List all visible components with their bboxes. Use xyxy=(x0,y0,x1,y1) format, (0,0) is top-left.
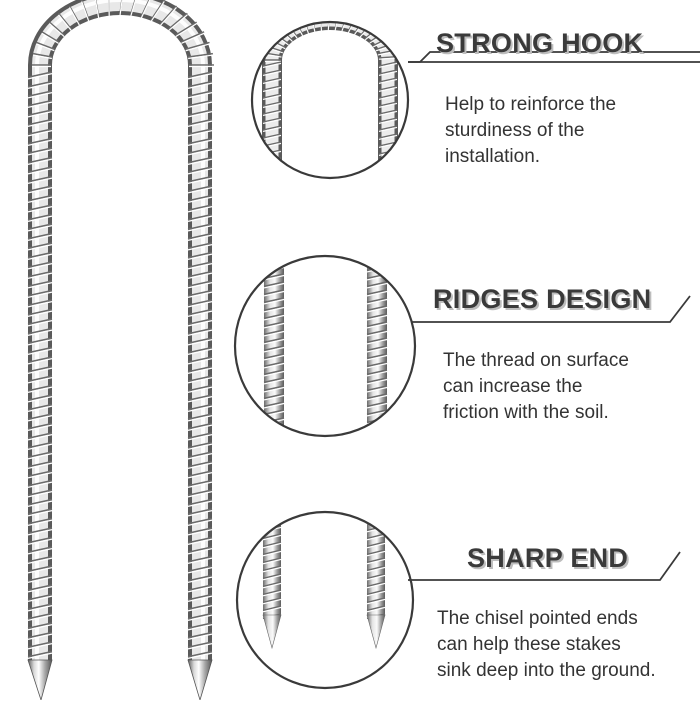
sharp-end-detail-circle xyxy=(235,510,681,690)
description-line: sturdiness of the xyxy=(445,120,585,141)
feature-description-sharp-end: The chisel pointed ends can help these s… xyxy=(437,606,656,684)
feature-title-ridges-design: RIDGES DESIGN xyxy=(433,284,652,314)
description-line: can help these stakes xyxy=(437,634,621,655)
description-line: friction with the soil. xyxy=(443,402,609,423)
feature-description-ridges-design: The thread on surface can increase the f… xyxy=(443,348,629,426)
feature-title-sharp-end: SHARP END xyxy=(467,543,629,573)
feature-description-strong-hook: Help to reinforce the sturdiness of the … xyxy=(445,92,616,170)
description-line: installation. xyxy=(445,146,541,167)
description-line: Help to reinforce the xyxy=(445,94,617,115)
description-line: The thread on surface xyxy=(443,350,629,371)
feature-title-strong-hook: STRONG HOOK xyxy=(436,28,644,58)
hook-detail-circle xyxy=(250,20,700,180)
description-line: The chisel pointed ends xyxy=(437,608,638,629)
description-line: can increase the xyxy=(443,376,583,397)
u-stake-icon xyxy=(27,0,214,702)
description-line: sink deep into the ground. xyxy=(437,660,656,681)
